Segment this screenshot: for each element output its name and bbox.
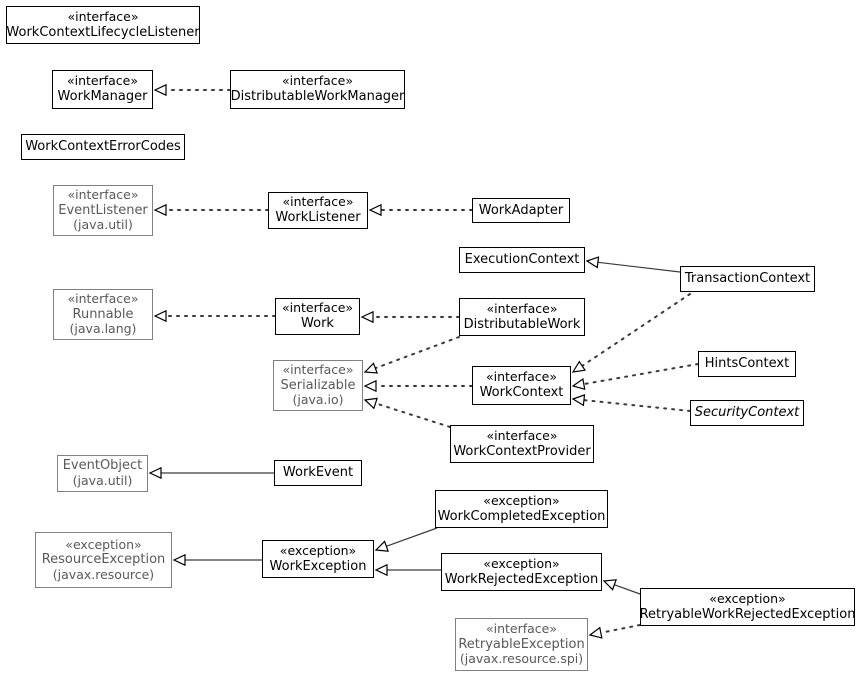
edge-realization-e-w-runnable	[153, 309, 276, 323]
class-package: (java.io)	[292, 392, 344, 408]
class-stereotype: «interface»	[67, 187, 139, 203]
class-box-security-context[interactable]: SecurityContext	[690, 400, 804, 426]
class-name: DistributableWork	[463, 316, 581, 332]
class-name: WorkException	[269, 558, 367, 574]
class-name: TransactionContext	[684, 271, 811, 287]
class-box-serializable[interactable]: «interface»Serializable(java.io)	[273, 360, 363, 411]
edge-generalization-e-tc-ec	[585, 256, 681, 273]
class-name: WorkContext	[479, 385, 564, 401]
class-name: WorkAdapter	[478, 202, 564, 218]
class-stereotype: «interface»	[486, 427, 558, 443]
edge-realization-e-tc-wc	[571, 293, 691, 373]
class-box-work-context[interactable]: «interface»WorkContext	[472, 366, 571, 405]
class-box-work-event[interactable]: WorkEvent	[274, 460, 362, 486]
class-stereotype: «interface»	[66, 73, 139, 89]
class-package: (javax.resource.spi)	[459, 651, 584, 667]
class-stereotype: «exception»	[279, 542, 357, 558]
edge-realization-e-wcp-ser	[363, 397, 451, 428]
class-name: ExecutionContext	[464, 252, 580, 268]
class-name: RetryableException	[458, 636, 585, 652]
class-box-work-adapter[interactable]: WorkAdapter	[472, 198, 570, 223]
edge-realization-e-dwm-wm	[153, 83, 231, 97]
class-name: WorkContextProvider	[453, 443, 591, 459]
class-name: WorkListener	[275, 210, 361, 226]
class-box-hints-context[interactable]: HintsContext	[698, 351, 796, 377]
class-box-work-listener[interactable]: «interface»WorkListener	[268, 192, 368, 229]
class-name: WorkCompletedException	[437, 508, 606, 524]
class-name: EventObject	[62, 458, 143, 474]
class-name: WorkContextLifecycleListener	[6, 24, 200, 40]
class-box-work[interactable]: «interface»Work	[275, 298, 360, 335]
class-box-retryable-work-rejected-exception[interactable]: «exception»RetryableWorkRejectedExceptio…	[640, 588, 855, 626]
class-stereotype: «interface»	[486, 300, 558, 316]
class-package: (java.lang)	[69, 321, 137, 337]
class-stereotype: «exception»	[709, 590, 786, 606]
class-box-work-context-lifecycle-listener[interactable]: «interface»WorkContextLifecycleListener	[6, 6, 200, 44]
class-box-distributable-work[interactable]: «interface»DistributableWork	[459, 298, 585, 336]
class-box-work-context-error-codes[interactable]: WorkContextErrorCodes	[21, 134, 185, 160]
class-name: WorkContextErrorCodes	[25, 139, 181, 155]
edge-realization-e-sc-wc	[571, 394, 691, 412]
class-stereotype: «interface»	[282, 194, 354, 210]
class-stereotype: «interface»	[485, 621, 558, 637]
class-stereotype: «interface»	[485, 369, 558, 385]
class-box-work-rejected-exception[interactable]: «exception»WorkRejectedException	[441, 553, 602, 591]
class-name: DistributableWorkManager	[230, 89, 405, 105]
class-stereotype: «exception»	[483, 492, 560, 508]
edge-realization-e-rwre-rex	[588, 624, 641, 639]
edge-realization-e-wa-wl	[368, 203, 473, 217]
class-box-execution-context[interactable]: ExecutionContext	[459, 247, 585, 273]
class-box-distributable-work-manager[interactable]: «interface»DistributableWorkManager	[230, 70, 405, 109]
edge-generalization-e-wce-wex	[374, 527, 438, 552]
class-box-retryable-exception[interactable]: «interface»RetryableException(javax.reso…	[455, 618, 588, 671]
edge-generalization-e-wex-re	[172, 553, 262, 567]
edge-realization-e-hc-wc	[571, 363, 699, 391]
class-box-resource-exception[interactable]: «exception»ResourceException(javax.resou…	[35, 532, 172, 588]
class-name: RetryableWorkRejectedException	[639, 606, 856, 622]
class-stereotype: «interface»	[67, 8, 139, 24]
class-box-work-manager[interactable]: «interface»WorkManager	[52, 70, 153, 109]
class-name: SecurityContext	[694, 405, 800, 421]
class-box-event-listener[interactable]: «interface»EventListener(java.util)	[53, 185, 153, 236]
class-stereotype: «interface»	[281, 73, 354, 89]
class-name: WorkManager	[57, 89, 148, 105]
class-name: EventListener	[58, 202, 148, 218]
class-stereotype: «interface»	[281, 300, 354, 316]
class-box-work-exception[interactable]: «exception»WorkException	[262, 540, 374, 578]
class-package: (java.util)	[72, 472, 133, 488]
class-box-work-context-provider[interactable]: «interface»WorkContextProvider	[450, 425, 594, 463]
class-box-transaction-context[interactable]: TransactionContext	[680, 266, 815, 292]
edge-realization-e-wl-el	[153, 203, 269, 217]
class-stereotype: «interface»	[67, 291, 139, 307]
class-stereotype: «exception»	[65, 536, 142, 552]
edge-generalization-e-we-eo	[148, 466, 274, 480]
class-package: (java.util)	[73, 217, 133, 233]
class-name: HintsContext	[704, 356, 790, 372]
edge-generalization-e-wre-wex	[374, 563, 441, 577]
class-name: Serializable	[280, 377, 356, 393]
edge-generalization-e-rwre-wre	[602, 579, 641, 595]
class-name: ResourceException	[41, 552, 166, 568]
edge-realization-e-wc-ser	[363, 379, 473, 393]
edge-realization-e-dw-w	[360, 310, 460, 324]
class-stereotype: «exception»	[483, 555, 560, 571]
class-name: Runnable	[72, 306, 134, 322]
class-box-runnable[interactable]: «interface»Runnable(java.lang)	[53, 289, 153, 340]
edge-realization-e-dw-ser	[363, 336, 460, 374]
class-name: Work	[301, 316, 334, 332]
class-stereotype: «interface»	[282, 362, 354, 378]
class-box-event-object[interactable]: EventObject(java.util)	[57, 455, 148, 492]
class-package: (javax.resource)	[52, 566, 155, 582]
class-name: WorkRejectedException	[444, 571, 599, 587]
class-box-work-completed-exception[interactable]: «exception»WorkCompletedException	[435, 490, 608, 528]
class-name: WorkEvent	[282, 465, 354, 481]
